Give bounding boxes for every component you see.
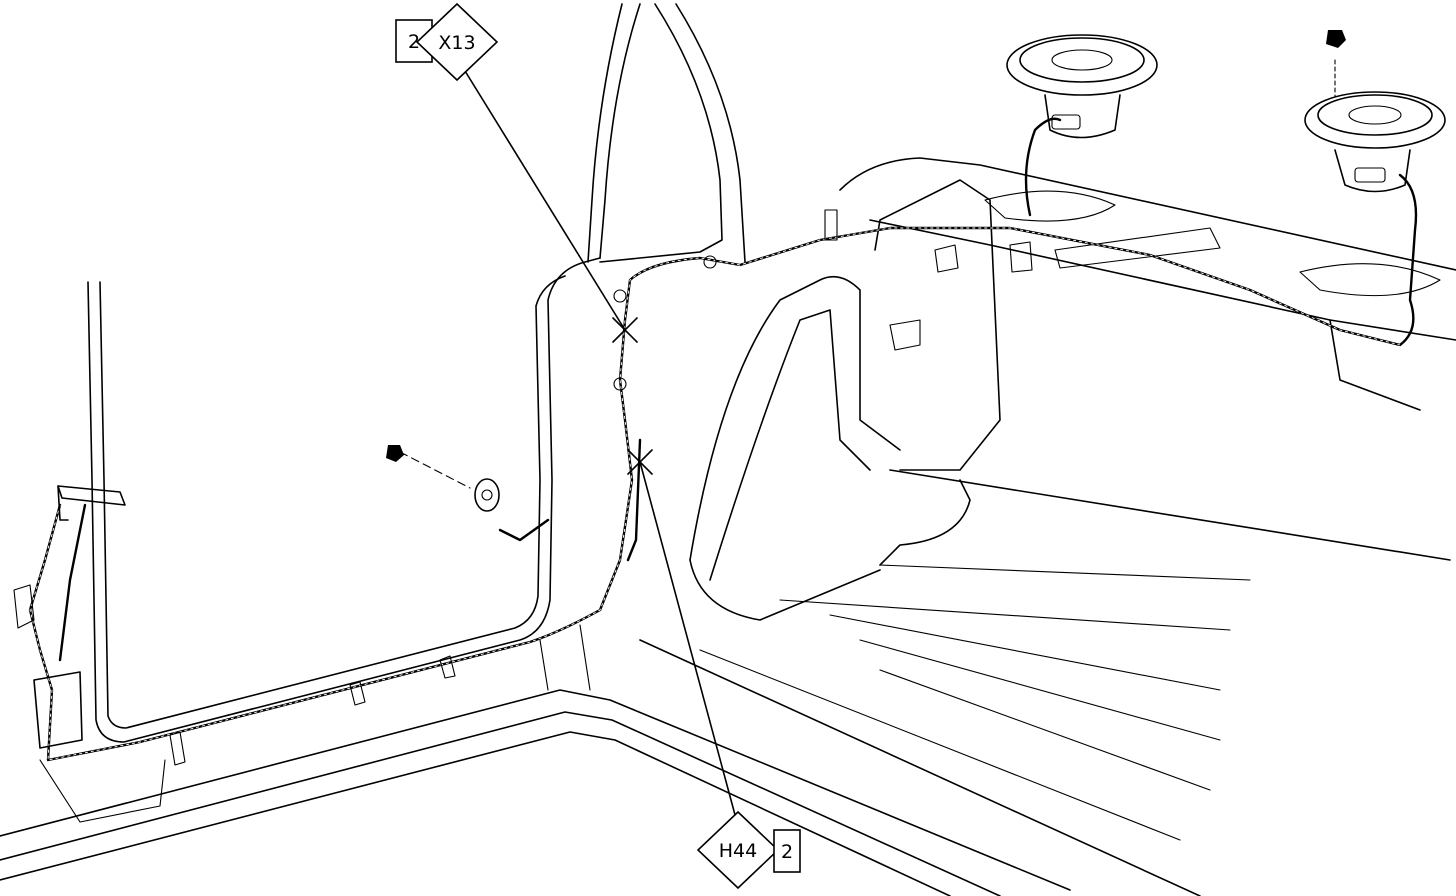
rocker-sill xyxy=(0,624,1071,896)
courtesy-lamp xyxy=(399,451,500,512)
leader-line-x13 xyxy=(456,57,626,331)
harness-clips xyxy=(169,209,838,766)
x-marks xyxy=(612,317,653,475)
lamp-screw-icon xyxy=(386,445,404,462)
callout-x13-code: X13 xyxy=(438,32,475,54)
left-speaker xyxy=(1006,34,1158,139)
right-speaker xyxy=(1304,59,1446,193)
speaker-screw-icon xyxy=(1326,30,1346,48)
door-frame xyxy=(87,3,746,743)
control-module xyxy=(13,485,126,749)
callout-x13-quantity: 2 xyxy=(408,31,420,53)
wiring-harness xyxy=(28,117,1418,762)
leader-line-h44 xyxy=(639,461,739,827)
callout-h44-quantity: 2 xyxy=(781,841,793,863)
cargo-floor xyxy=(639,469,1451,896)
rear-shelf xyxy=(839,157,1456,411)
wheel-well-trim xyxy=(689,179,1001,621)
callout-x13: 2 X13 xyxy=(395,2,499,82)
callout-h44-code: H44 xyxy=(719,840,757,862)
callout-h44: H44 2 xyxy=(696,810,801,890)
